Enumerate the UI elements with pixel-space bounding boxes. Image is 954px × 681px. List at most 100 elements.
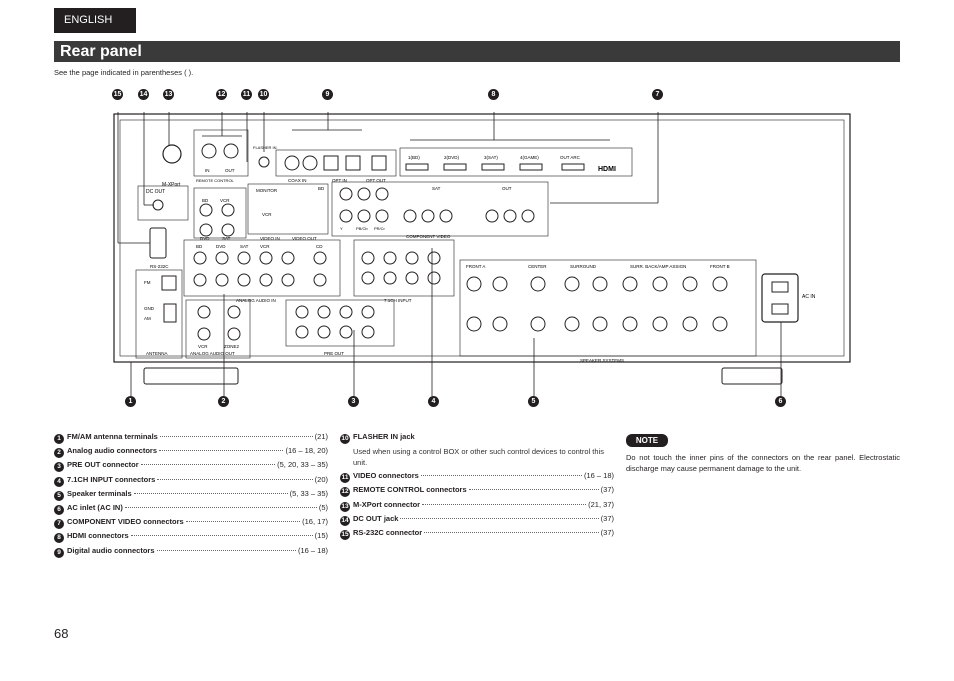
opt-in-label: OPT IN bbox=[332, 178, 347, 183]
component-in-bd-label: BD bbox=[318, 186, 325, 191]
ac-inlet-pin-top bbox=[771, 281, 789, 293]
video-bd-label: BD bbox=[202, 198, 209, 203]
analog-audio-in-block bbox=[183, 239, 341, 297]
callout-8: 8 bbox=[488, 89, 499, 100]
fm-antenna-terminal bbox=[161, 275, 177, 291]
note-text: Do not touch the inner pins of the conne… bbox=[626, 453, 900, 473]
language-tab: ENGLISH bbox=[54, 8, 136, 33]
spk-center-label: CENTER bbox=[528, 264, 547, 269]
speaker-systems-label: SPEAKER SYSTEMS bbox=[580, 358, 624, 363]
item-number: 11 bbox=[340, 473, 350, 484]
item-number: 8 bbox=[54, 533, 64, 544]
rs232c-label: RS-232C bbox=[150, 264, 169, 269]
item-number: 5 bbox=[54, 490, 64, 501]
mxport-label: M-XPort bbox=[162, 182, 181, 188]
dc-out-block bbox=[137, 185, 189, 221]
component-jacks bbox=[339, 187, 535, 223]
item-page: (21, 37) bbox=[588, 499, 614, 509]
rear-panel-diagram: M-XPort DC OUT RS-232C IN OUT REMOTE CON… bbox=[113, 112, 851, 396]
video-vcr-label: VCR bbox=[262, 212, 272, 217]
page-number: 68 bbox=[54, 626, 69, 641]
item-page: (37) bbox=[600, 485, 614, 495]
hdmi-dvd-label: 2(DVD) bbox=[444, 155, 460, 160]
item-page: (16, 17) bbox=[302, 517, 328, 527]
item-page: (21) bbox=[314, 432, 328, 441]
antenna-fm-label: FM bbox=[144, 280, 151, 285]
component-y-label: Y bbox=[340, 226, 343, 231]
callout-7: 7 bbox=[652, 89, 663, 100]
item-label: 7.1CH INPUT connectors bbox=[67, 474, 156, 484]
item-label: FLASHER IN jack bbox=[353, 432, 415, 441]
item-label: COMPONENT VIDEO connectors bbox=[67, 517, 184, 527]
component-pb-label: PB/Cb bbox=[356, 226, 368, 231]
coax-in-1 bbox=[284, 155, 300, 171]
item-label: DC OUT jack bbox=[353, 513, 399, 523]
item-label: Analog audio connectors bbox=[67, 446, 158, 456]
ch71-input-block bbox=[353, 239, 455, 297]
am-antenna-terminal bbox=[163, 303, 177, 323]
foot-right bbox=[721, 367, 783, 385]
callout-9: 9 bbox=[322, 89, 333, 100]
ac-inlet-pin-bottom bbox=[771, 303, 789, 315]
callout-1: 1 bbox=[125, 396, 136, 407]
item-number: 2 bbox=[54, 448, 64, 459]
pre-out-label: PRE OUT bbox=[324, 351, 344, 356]
item-number: 9 bbox=[54, 547, 64, 558]
callout-4: 4 bbox=[428, 396, 439, 407]
component-video-label: COMPONENT VIDEO bbox=[406, 234, 451, 239]
analog-audio-out-label: ANALOG AUDIO OUT bbox=[190, 351, 235, 356]
hdmi-bd-label: 1(BD) bbox=[408, 155, 420, 160]
item-page: (5, 33 – 35) bbox=[289, 488, 328, 498]
item-number: 1 bbox=[54, 434, 64, 445]
video-in-label: VIDEO IN bbox=[260, 236, 280, 241]
video-block bbox=[247, 183, 329, 235]
ch71-input-jacks bbox=[361, 251, 441, 285]
video-sat-label: SAT bbox=[222, 236, 231, 241]
antenna-am-label: AM bbox=[144, 316, 151, 321]
hdmi-out-arc-label: OUT ARC bbox=[560, 155, 581, 160]
antenna-block bbox=[135, 269, 183, 359]
note-badge: NOTE bbox=[626, 434, 668, 447]
dc-out-jack bbox=[152, 199, 164, 211]
analog-audio-in-label: ANALOG AUDIO IN bbox=[236, 298, 276, 303]
component-pr-label: PR/Cr bbox=[374, 226, 386, 231]
item-page: (16 – 18) bbox=[297, 545, 328, 555]
hdmi-in-4 bbox=[519, 163, 543, 171]
mxport-connector bbox=[162, 144, 182, 164]
item-label: AC inlet (AC IN) bbox=[67, 502, 123, 512]
remote-in-jack bbox=[201, 143, 217, 159]
pre-out-jacks bbox=[295, 305, 375, 339]
audio-bd-label: BD bbox=[196, 244, 203, 249]
opt-out bbox=[371, 155, 387, 171]
spk-front-b-label: FRONT B bbox=[710, 264, 730, 269]
component-video-block bbox=[331, 181, 549, 237]
spk-front-a-label: FRONT A bbox=[466, 264, 485, 269]
analog-audio-out-block bbox=[185, 299, 251, 359]
video-vcr2-label: VCR bbox=[220, 198, 230, 203]
ac-in-label: AC IN bbox=[802, 294, 816, 300]
item-number: 15 bbox=[340, 530, 350, 541]
item-label: M-XPort connector bbox=[353, 499, 421, 509]
audio-sat-label: SAT bbox=[240, 244, 249, 249]
item-page: (16 – 18, 20) bbox=[285, 446, 328, 456]
item-page: (37) bbox=[600, 527, 614, 537]
item-number: 10 bbox=[340, 434, 350, 445]
callout-14: 14 bbox=[138, 89, 149, 100]
rs232c-connector bbox=[149, 227, 167, 259]
item-label: PRE OUT connector bbox=[67, 460, 139, 470]
zone2-label: ZONE2 bbox=[224, 344, 240, 349]
video-in-block bbox=[193, 187, 247, 239]
audio-dvd-label: DVD bbox=[216, 244, 226, 249]
callout-12: 12 bbox=[216, 89, 227, 100]
callout-13: 13 bbox=[163, 89, 174, 100]
